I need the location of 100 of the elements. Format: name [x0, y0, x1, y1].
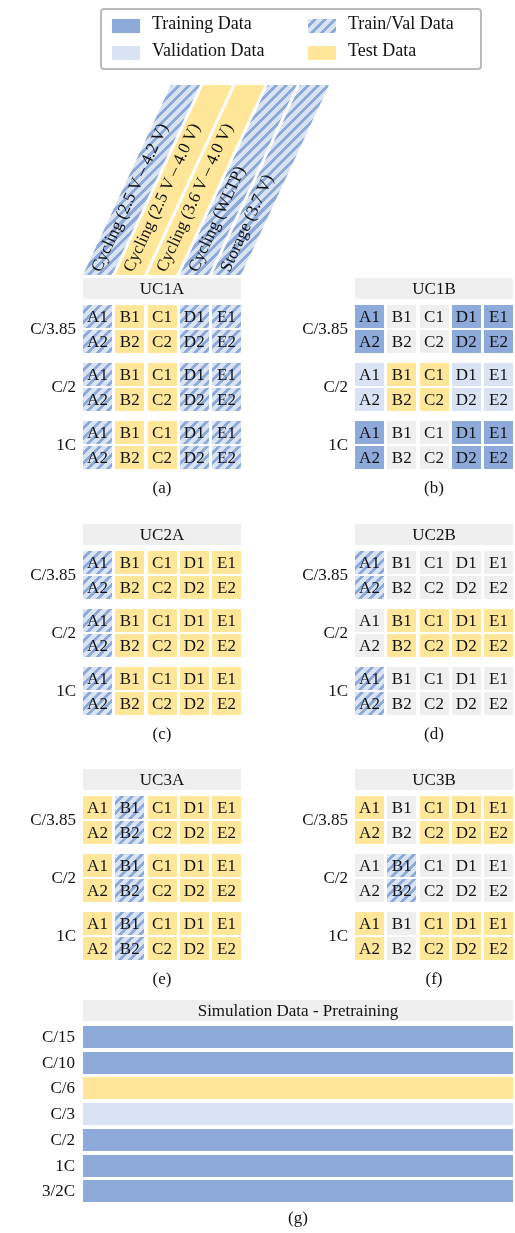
- grid-cell: A2: [83, 330, 112, 353]
- grid-cell: B1: [115, 796, 145, 819]
- grid-cell: A2: [355, 633, 384, 657]
- panel-title: UC1A: [83, 278, 241, 299]
- grid-cell: E1: [484, 421, 513, 444]
- rate-label: C/2: [50, 621, 76, 644]
- grid-cell: E1: [484, 912, 513, 935]
- grid-cell: C2: [147, 330, 177, 353]
- grid-cell: D2: [451, 575, 481, 599]
- grid-cell: E2: [212, 633, 241, 657]
- rate-label: 1C: [55, 925, 76, 947]
- grid-cell: C1: [147, 854, 177, 877]
- grid-cell: C1: [147, 305, 177, 328]
- grid-cell: A1: [355, 421, 384, 444]
- grid-cell: E2: [212, 821, 241, 844]
- panel-caption: (e): [151, 969, 173, 989]
- grid-cell: C1: [419, 912, 449, 935]
- grid-cell: D1: [451, 912, 481, 935]
- grid-cell: A2: [355, 446, 384, 469]
- grid-cell: B1: [387, 421, 417, 444]
- grid-cell: A2: [355, 575, 384, 599]
- grid-cell: D1: [451, 796, 481, 819]
- grid-cell: B2: [387, 575, 417, 599]
- grid-cell: C1: [147, 796, 177, 819]
- grid-cell: B2: [387, 937, 417, 960]
- grid-cell: D1: [451, 854, 481, 877]
- grid-cell: B2: [387, 446, 417, 469]
- rate-label: C/3.85: [29, 318, 76, 340]
- grid-cell: D2: [179, 821, 209, 844]
- grid-cell: E2: [484, 633, 513, 657]
- grid-cell: A2: [83, 821, 112, 844]
- rate-label: C/2: [322, 867, 348, 889]
- grid-cell: C2: [147, 879, 177, 902]
- grid-cell: E1: [212, 550, 241, 574]
- grid-cell: E1: [484, 305, 513, 328]
- grid-cell: A2: [83, 691, 112, 715]
- grid-cell: D2: [179, 575, 209, 599]
- grid-cell: E2: [212, 879, 241, 902]
- grid-cell: C2: [419, 821, 449, 844]
- grid-cell: D2: [179, 633, 209, 657]
- grid-cell: D2: [179, 330, 209, 353]
- grid-cell: C1: [147, 912, 177, 935]
- grid-cell: D2: [451, 330, 481, 353]
- grid-cell: A2: [83, 633, 112, 657]
- grid-cell: E1: [484, 796, 513, 819]
- grid-cell: B2: [115, 388, 145, 411]
- grid-cell: D2: [179, 879, 209, 902]
- grid-cell: B2: [387, 388, 417, 411]
- grid-cell: E2: [484, 446, 513, 469]
- grid-cell: C1: [147, 550, 177, 574]
- grid-cell: D2: [451, 691, 481, 715]
- grid-cell: D1: [179, 305, 209, 328]
- grid-cell: A1: [83, 608, 112, 632]
- grid-cell: A2: [355, 691, 384, 715]
- grid-cell: A2: [83, 388, 112, 411]
- grid-cell: A1: [83, 550, 112, 574]
- grid-cell: E1: [212, 912, 241, 935]
- panel-caption: (b): [423, 478, 445, 498]
- grid-cell: C2: [147, 388, 177, 411]
- grid-cell: E1: [484, 854, 513, 877]
- grid-cell: A2: [83, 575, 112, 599]
- grid-cell: C2: [419, 633, 449, 657]
- grid-cell: E2: [212, 691, 241, 715]
- grid-cell: D1: [179, 854, 209, 877]
- grid-cell: B1: [115, 912, 145, 935]
- grid-cell: C1: [419, 854, 449, 877]
- panel-caption: (g): [287, 1208, 309, 1228]
- grid-cell: D2: [451, 633, 481, 657]
- grid-cell: C1: [419, 796, 449, 819]
- grid-cell: A1: [83, 854, 112, 877]
- grid-cell: E2: [484, 330, 513, 353]
- grid-cell: B2: [115, 937, 145, 960]
- grid-cell: C1: [147, 363, 177, 386]
- grid-cell: D2: [179, 446, 209, 469]
- grid-cell: B2: [115, 575, 145, 599]
- grid-cell: C1: [419, 421, 449, 444]
- grid-cell: C2: [419, 879, 449, 902]
- grid-cell: E1: [484, 550, 513, 574]
- grid-cell: E2: [484, 937, 513, 960]
- rate-label: C/3.85: [29, 563, 76, 586]
- grid-cell: D2: [179, 691, 209, 715]
- rate-label: C/3.85: [301, 809, 348, 831]
- rate-label: 1C: [327, 679, 348, 702]
- grid-cell: B2: [387, 633, 417, 657]
- panel-caption: (c): [151, 723, 173, 744]
- grid-cell: B1: [115, 363, 145, 386]
- grid-cell: D1: [451, 305, 481, 328]
- rate-label: 1C: [54, 1154, 75, 1177]
- rate-label: C/15: [40, 1026, 75, 1048]
- grid-cell: E2: [484, 821, 513, 844]
- grid-cell: C1: [147, 608, 177, 632]
- rate-label: 1C: [55, 679, 76, 702]
- grid-cell: C2: [147, 575, 177, 599]
- grid-cell: D1: [179, 550, 209, 574]
- grid-cell: B1: [387, 550, 417, 574]
- grid-cell: E1: [212, 796, 241, 819]
- grid-cell: C2: [419, 691, 449, 715]
- grid-cell: A1: [83, 421, 112, 444]
- panel-title: UC2B: [355, 523, 513, 545]
- grid-cell: E2: [484, 388, 513, 411]
